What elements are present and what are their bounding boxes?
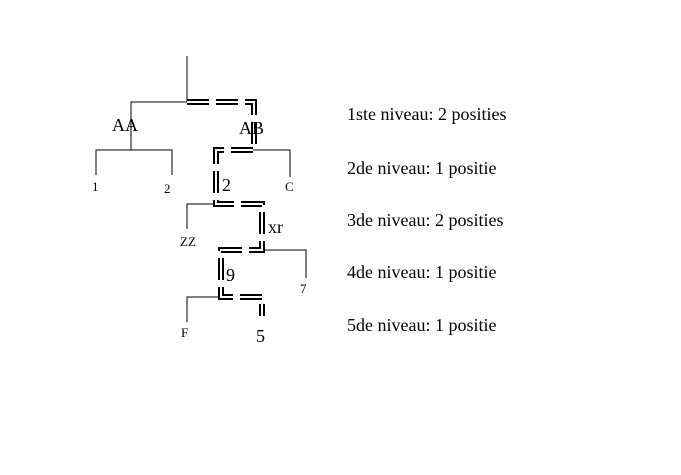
node-labels: AA AB 1 2 2 C ZZ xr 9 7 F 5 (92, 115, 307, 346)
level-1-caption: 1ste niveau: 2 posities (347, 104, 506, 124)
level-3-caption: 3de niveau: 2 posities (347, 210, 503, 230)
node-xr-label: xr (268, 217, 283, 237)
edge-9-f (186, 296, 221, 322)
edge-ab-c (252, 149, 291, 177)
level-5-caption: 5de niveau: 1 positie (347, 315, 496, 335)
level-4-caption: 4de niveau: 1 positie (347, 262, 496, 282)
highlighted-path (187, 99, 265, 316)
tree-edges (95, 56, 307, 322)
node-2-label: 2 (222, 175, 231, 195)
node-2-leaf-label: 2 (164, 181, 171, 196)
level-captions: 1ste niveau: 2 posities 2de niveau: 1 po… (347, 104, 506, 335)
node-c-label: C (285, 179, 294, 194)
node-aa-label: AA (112, 115, 138, 135)
node-9-label: 9 (226, 265, 235, 285)
node-1-label: 1 (92, 179, 99, 194)
node-ab-label: AB (239, 118, 264, 138)
level-2-caption: 2de niveau: 1 positie (347, 158, 496, 178)
edge-root-aa (130, 101, 187, 150)
node-f-label: F (181, 325, 188, 340)
edge-2-zz (186, 203, 216, 229)
node-zz-label: ZZ (180, 234, 196, 249)
node-5-label: 5 (256, 326, 265, 346)
edge-xr-7 (262, 249, 307, 278)
node-7-label: 7 (300, 281, 307, 296)
edge-aa-children (95, 149, 173, 175)
